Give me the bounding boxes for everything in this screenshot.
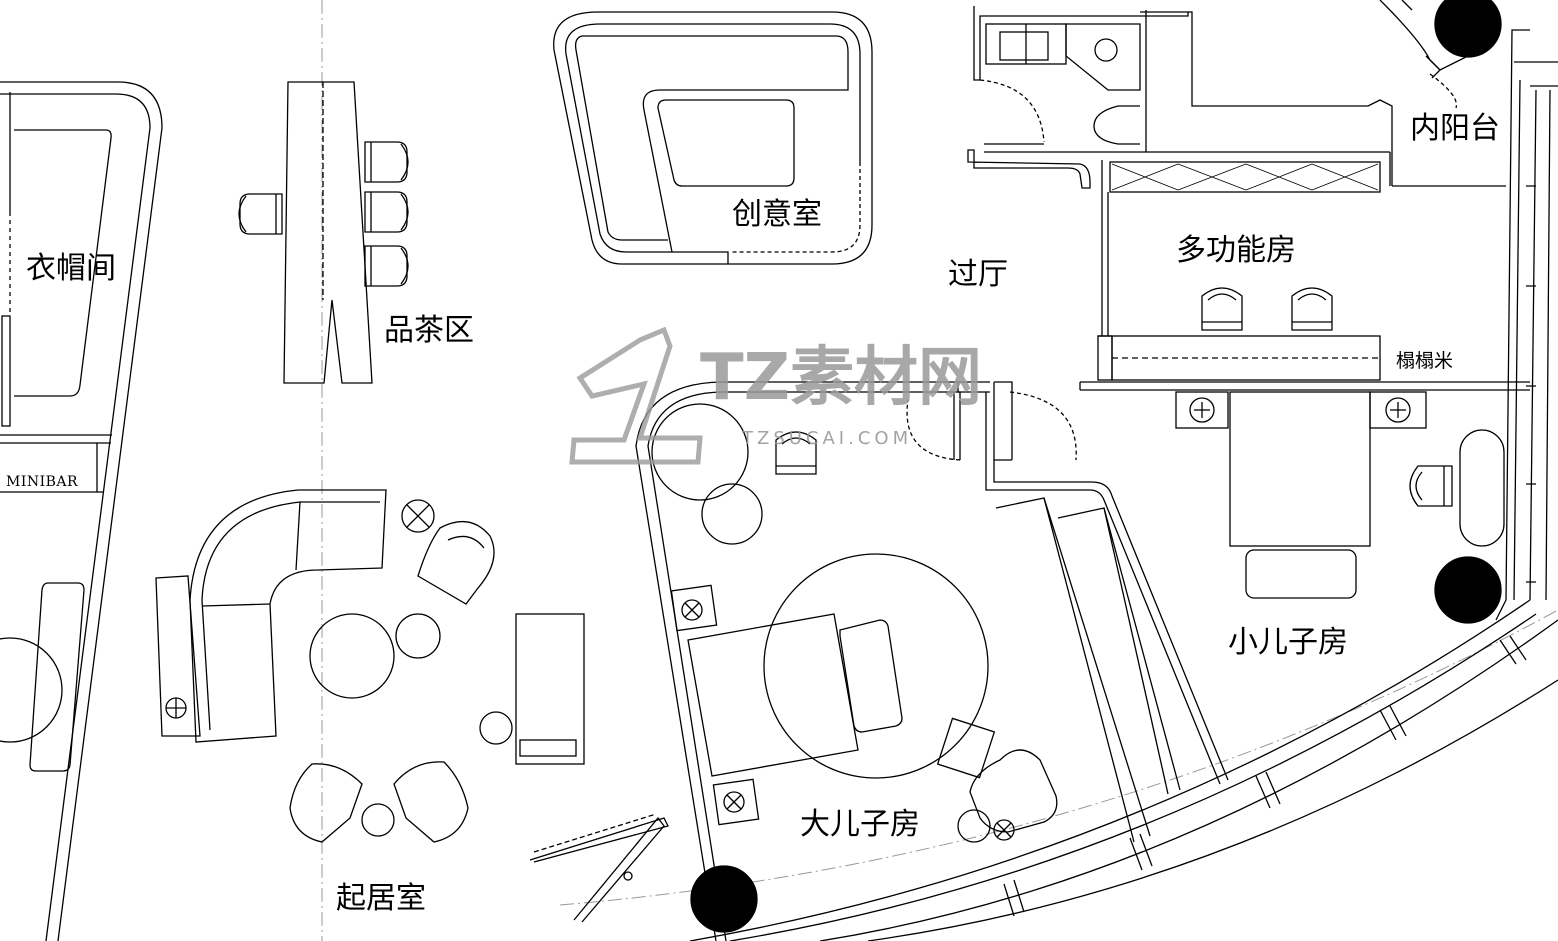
watermark-subtitle: TZSUCAI.COM <box>742 428 913 449</box>
elder-room-walls <box>635 381 1229 941</box>
room-label-multi-function-room: 多功能房 <box>1176 233 1296 268</box>
room-label-living-room: 起居室 <box>336 881 426 916</box>
room-label-wardrobe: 衣帽间 <box>26 251 116 286</box>
living-room-furniture <box>155 489 669 923</box>
room-label-younger-son-room: 小儿子房 <box>1228 625 1348 660</box>
watermark-logo <box>569 326 703 465</box>
tea-table <box>283 81 373 384</box>
room-label-elder-son-room: 大儿子房 <box>800 807 920 842</box>
creative-room-furniture <box>553 11 873 265</box>
minibar-label: MINIBAR <box>6 474 79 490</box>
elder-room-furniture <box>651 403 1058 843</box>
structural-columns <box>690 0 1502 933</box>
axis-lines <box>321 0 1558 941</box>
younger-room-furniture <box>1175 391 1505 599</box>
multi-room <box>1079 160 1530 391</box>
room-label-hall: 过厅 <box>948 257 1008 292</box>
exterior-curved-wall <box>689 599 1558 941</box>
room-label-tea-area: 品茶区 <box>384 313 474 348</box>
wardrobe-walls <box>0 81 163 941</box>
curtain-wall <box>1495 29 1558 621</box>
room-label-tatami: 榻榻米 <box>1396 350 1454 372</box>
service-area-walls <box>967 0 1506 189</box>
room-label-inner-balcony: 内阳台 <box>1410 111 1500 146</box>
tea-chairs <box>238 141 409 287</box>
room-label-creative-room: 创意室 <box>732 197 822 232</box>
watermark-title: TZ素材网 <box>700 341 983 415</box>
